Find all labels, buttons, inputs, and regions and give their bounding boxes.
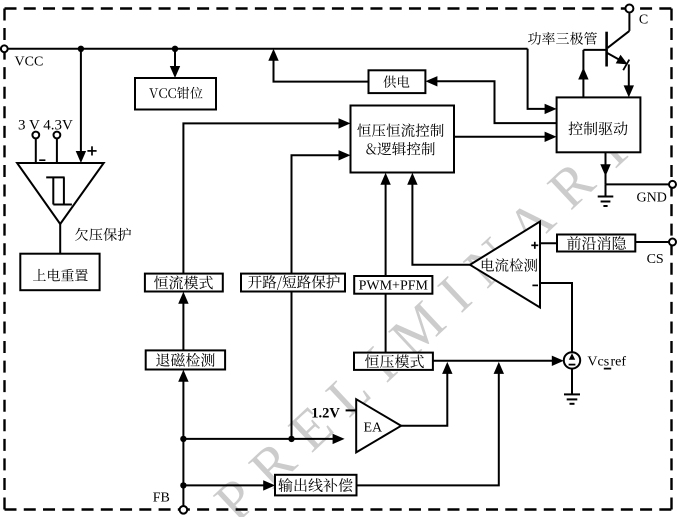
svg-text:ref: ref — [611, 354, 627, 369]
svg-text:PWM+PFM: PWM+PFM — [359, 279, 429, 294]
svg-text:VCC: VCC — [15, 54, 44, 69]
svg-text:EA: EA — [364, 421, 384, 436]
svg-text:GND: GND — [637, 190, 667, 205]
svg-text:FB: FB — [153, 491, 170, 506]
svg-text:1.2V: 1.2V — [311, 405, 340, 421]
svg-text:C: C — [639, 12, 648, 27]
svg-text:Vcs: Vcs — [587, 354, 609, 369]
svg-text:3 V 4.3V: 3 V 4.3V — [18, 118, 73, 134]
svg-text:CS: CS — [647, 252, 664, 267]
